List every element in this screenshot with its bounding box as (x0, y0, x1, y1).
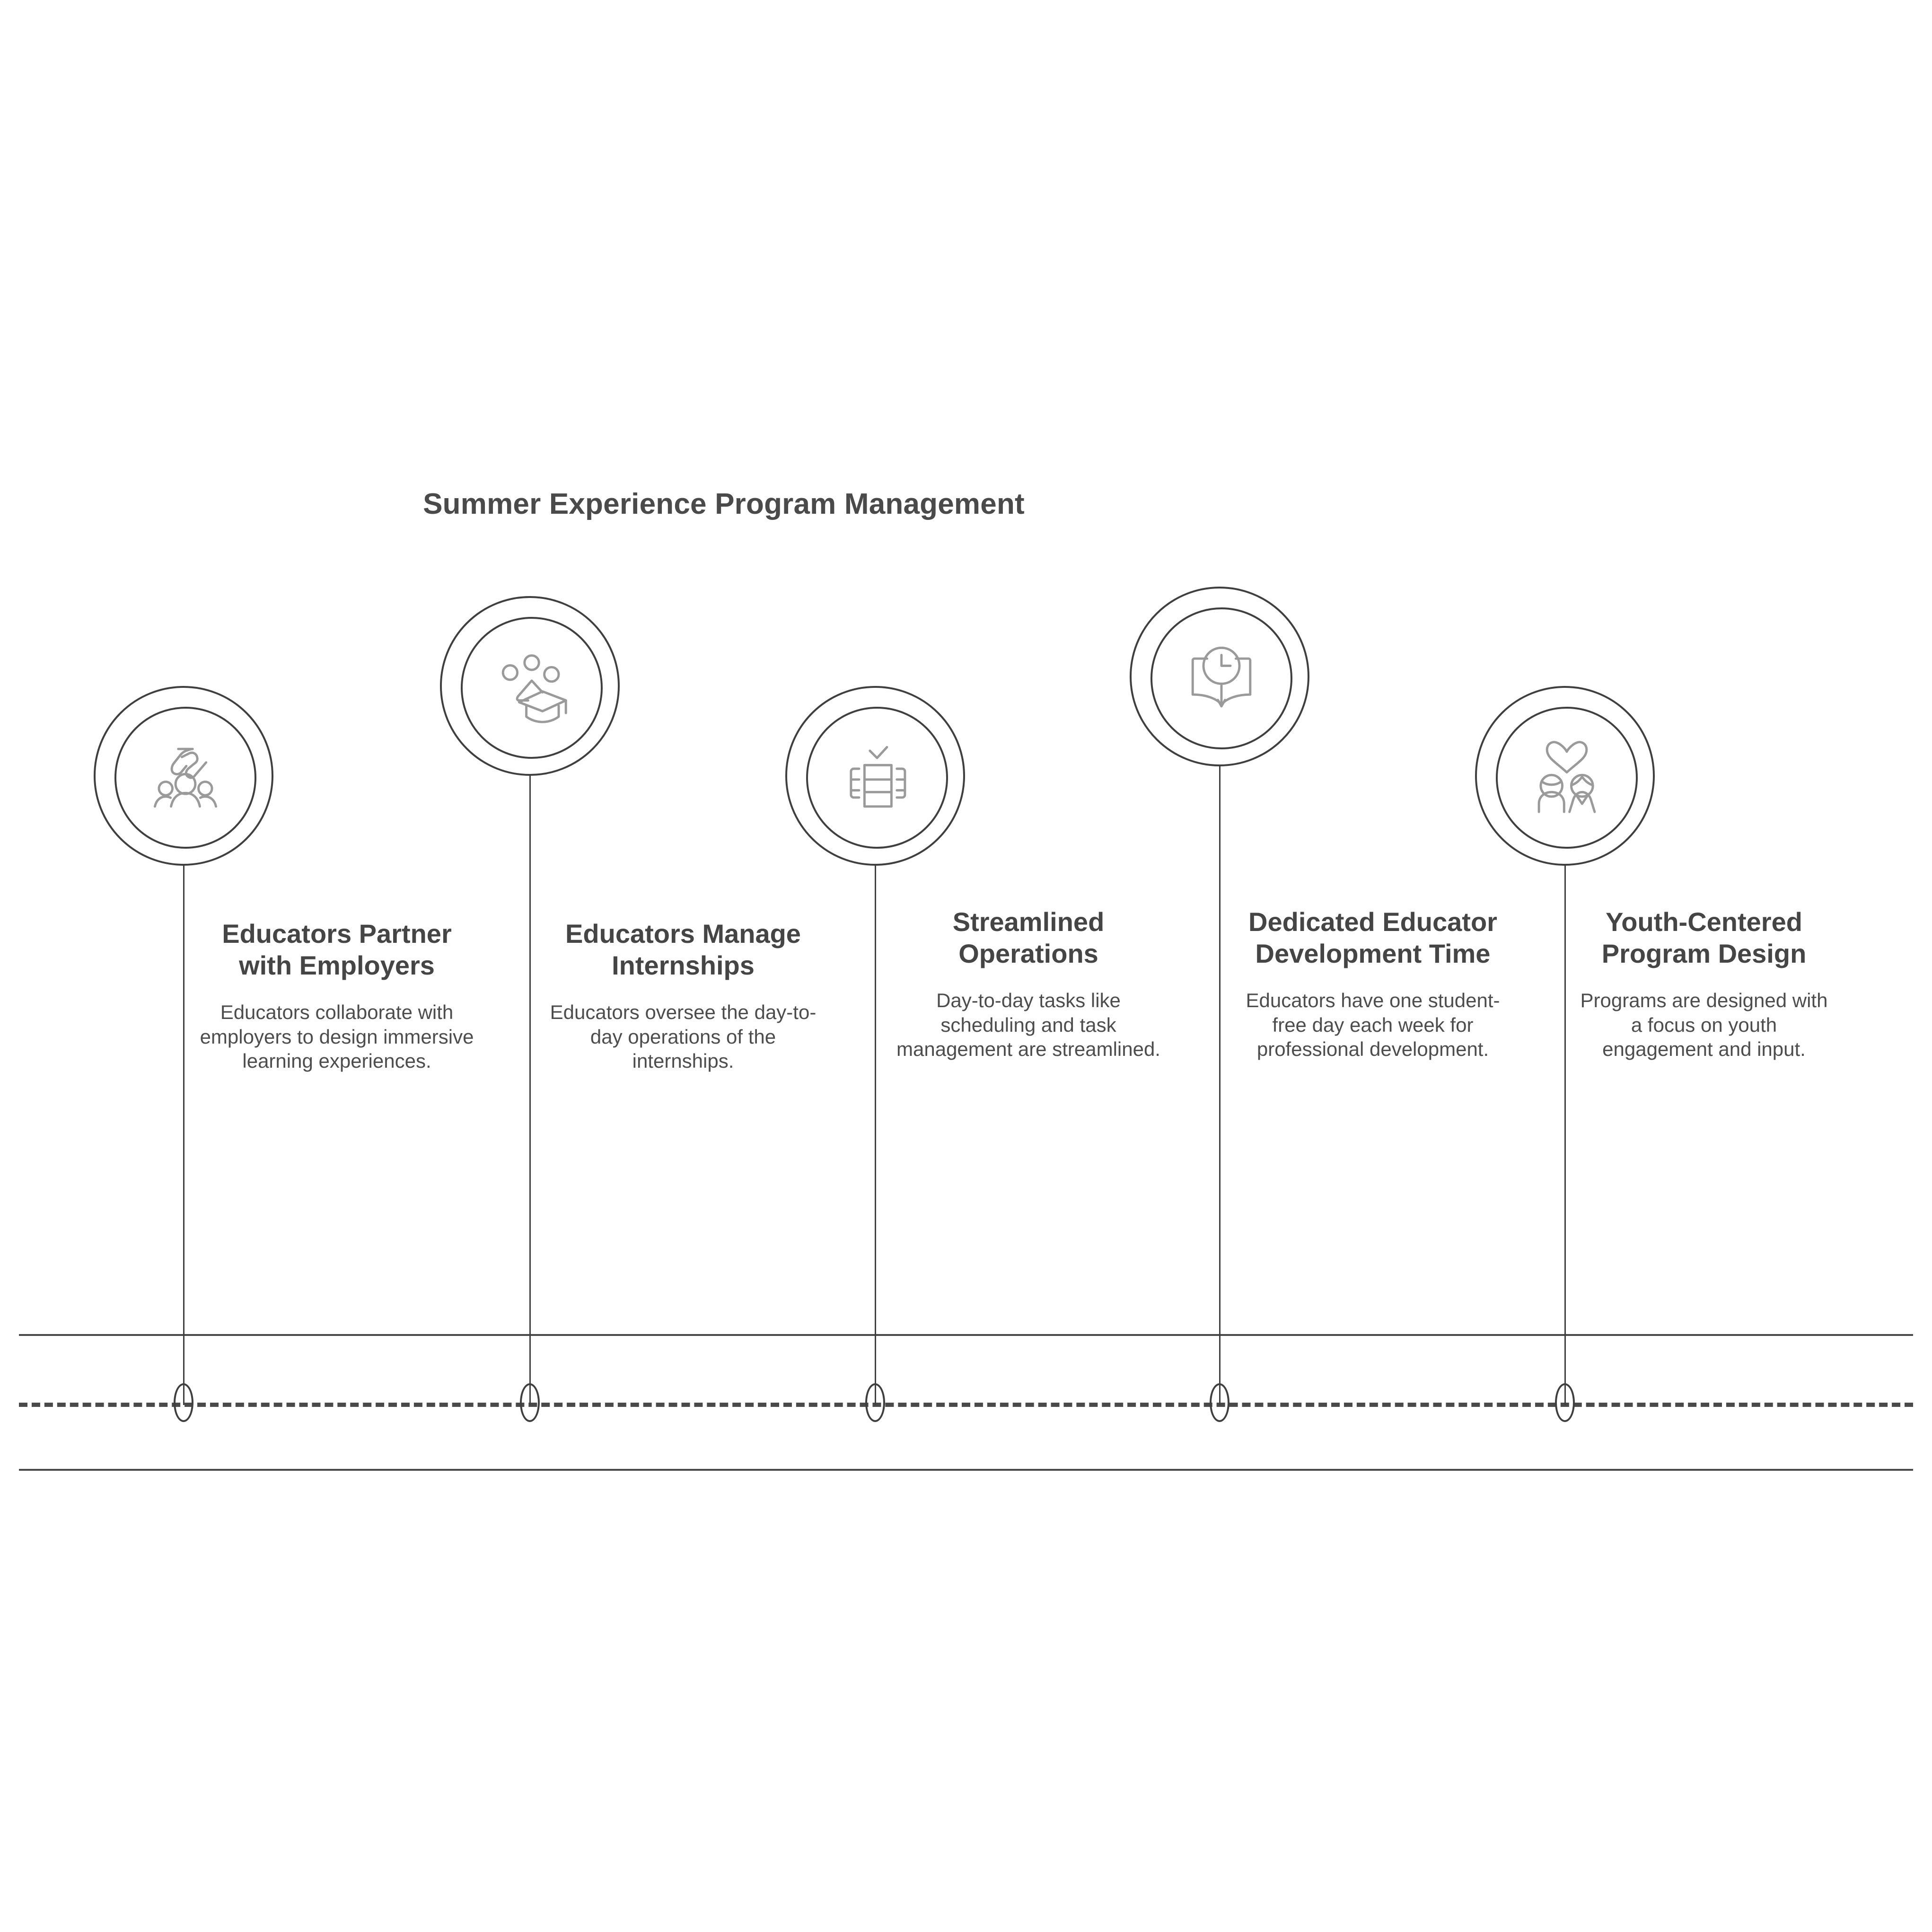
milestone-description: Educators oversee the day-to-day operati… (550, 1001, 817, 1072)
milestone-stem (1564, 866, 1566, 1405)
timeline-bottom-edge (19, 1469, 1913, 1471)
milestone-stem (529, 776, 531, 1405)
schedule-checklist-icon (832, 733, 922, 823)
book-clock-icon (1177, 633, 1266, 723)
milestone-icon-ring (1475, 686, 1655, 866)
milestone-title: Youth-Centered Program Design (1601, 907, 1807, 969)
milestone-icon-inner-ring (806, 707, 948, 849)
milestone-description: Educators collaborate with employers to … (200, 1001, 474, 1072)
milestone-icon-ring (1130, 587, 1309, 766)
milestone-description: Educators have one student-free day each… (1246, 989, 1500, 1060)
milestone-icon-inner-ring (114, 707, 256, 849)
timeline-marker-dot (174, 1383, 193, 1422)
milestone-icon-inner-ring (461, 617, 603, 759)
timeline-dashed-center (19, 1403, 1913, 1407)
milestone-title: Educators Partner with Employers (222, 919, 452, 981)
milestone-stem (1219, 766, 1221, 1405)
milestone-title: Dedicated Educator Development Time (1248, 907, 1497, 969)
timeline-top-edge (19, 1334, 1913, 1336)
timeline-marker-dot (1210, 1383, 1229, 1422)
partnership-people-icon (141, 733, 230, 823)
milestone-title: Educators Manage Internships (565, 919, 801, 981)
milestone-text: Dedicated Educator Development Time Educ… (1226, 906, 1519, 1061)
milestone-stem (183, 866, 184, 1405)
milestone-icon-ring (94, 686, 273, 866)
people-heart-icon (1522, 733, 1612, 823)
graduation-cap-icon (487, 643, 577, 733)
milestone-description: Programs are designed with a focus on yo… (1580, 989, 1828, 1060)
milestone-title: Streamlined Operations (952, 907, 1105, 969)
milestone-text: Youth-Centered Program Design Programs a… (1572, 906, 1836, 1061)
milestone-icon-inner-ring (1496, 707, 1638, 849)
milestone-icon-ring (440, 596, 620, 776)
milestone-text: Educators Manage Internships Educators o… (536, 918, 830, 1073)
timeline-marker-dot (865, 1383, 885, 1422)
milestone-icon-inner-ring (1150, 607, 1292, 749)
milestone-stem (874, 866, 876, 1405)
timeline-marker-dot (520, 1383, 540, 1422)
milestone-description: Day-to-day tasks like scheduling and tas… (896, 989, 1160, 1060)
milestone-text: Educators Partner with Employers Educato… (190, 918, 483, 1073)
milestone-text: Streamlined Operations Day-to-day tasks … (882, 906, 1175, 1061)
milestone-icon-ring (785, 686, 965, 866)
page-title: Summer Experience Program Management (423, 488, 1025, 520)
timeline-marker-dot (1555, 1383, 1575, 1422)
